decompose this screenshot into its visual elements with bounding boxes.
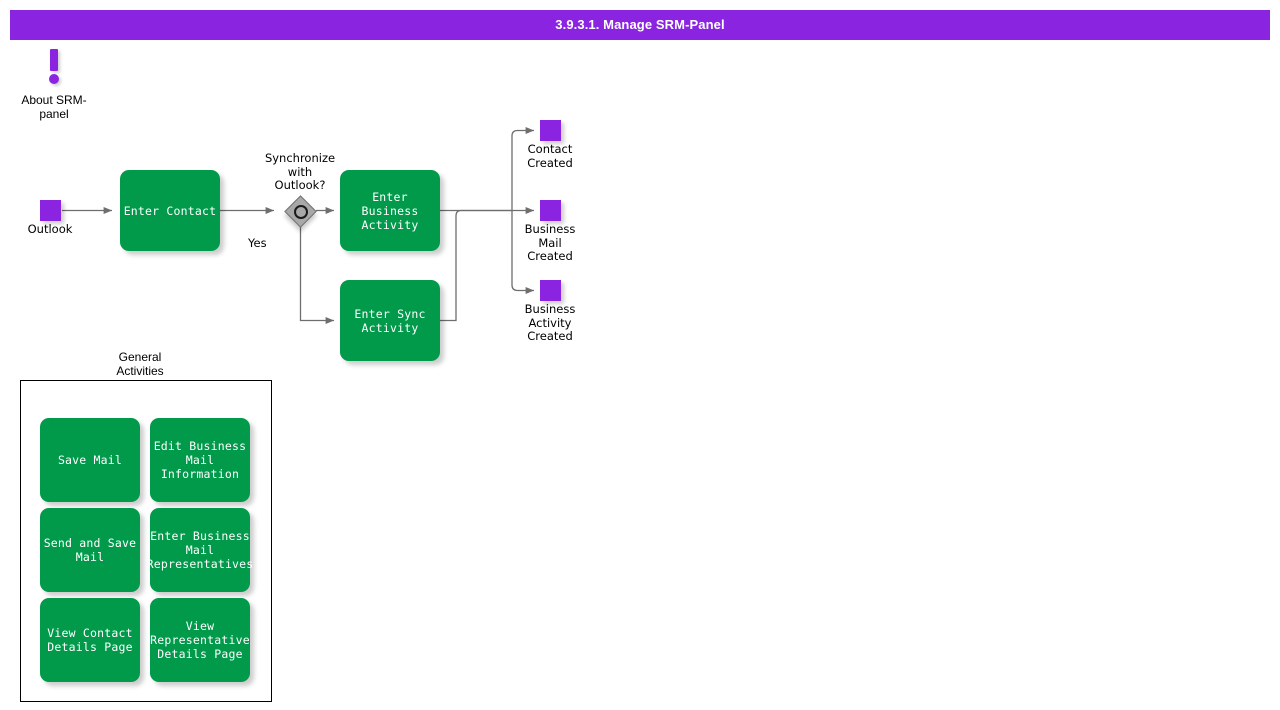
gateway-question-label: Synchronize with Outlook? bbox=[264, 151, 336, 192]
general-activities-title: General Activities bbox=[116, 350, 164, 378]
exclamation-bar bbox=[50, 49, 58, 71]
task-save-mail[interactable]: Save Mail bbox=[40, 418, 140, 502]
end-event-business-activity-created[interactable] bbox=[540, 280, 561, 301]
start-event-outlook[interactable] bbox=[40, 200, 61, 221]
gateway-event-ring-icon bbox=[294, 205, 308, 219]
end-event-business-mail-created-label: Business Mail Created bbox=[524, 222, 576, 263]
task-enter-sync-activity-label: Enter Sync Activity bbox=[354, 306, 426, 335]
task-enter-business-activity-label: Enter Business Activity bbox=[361, 189, 419, 232]
task-enter-business-activity[interactable]: Enter Business Activity bbox=[340, 170, 440, 251]
task-view-representative-details-page-label: View Representative Details Page bbox=[150, 619, 250, 661]
page-title: 3.9.3.1. Manage SRM-Panel bbox=[555, 17, 725, 32]
task-edit-business-mail-information[interactable]: Edit Business Mail Information bbox=[150, 418, 250, 502]
task-enter-contact-label: Enter Contact bbox=[123, 203, 217, 218]
end-event-contact-created-label: Contact Created bbox=[527, 142, 573, 170]
annotation-label: About SRM- panel bbox=[21, 93, 87, 121]
task-view-contact-details-page[interactable]: View Contact Details Page bbox=[40, 598, 140, 682]
task-view-contact-details-page-label: View Contact Details Page bbox=[47, 626, 133, 654]
start-event-outlook-label: Outlook bbox=[27, 222, 73, 236]
task-edit-business-mail-information-label: Edit Business Mail Information bbox=[153, 439, 247, 481]
task-enter-sync-activity[interactable]: Enter Sync Activity bbox=[340, 280, 440, 361]
gateway-branch-label-yes: Yes bbox=[248, 236, 267, 250]
general-activities-group bbox=[20, 380, 272, 702]
end-event-business-activity-created-label: Business Activity Created bbox=[524, 302, 576, 343]
end-event-contact-created[interactable] bbox=[540, 120, 561, 141]
exclamation-dot bbox=[49, 74, 59, 84]
exclamation-icon bbox=[44, 49, 64, 85]
task-send-and-save-mail-label: Send and Save Mail bbox=[43, 536, 137, 564]
task-view-representative-details-page[interactable]: View Representative Details Page bbox=[150, 598, 250, 682]
gateway-synchronize-with-outlook[interactable] bbox=[284, 195, 317, 228]
task-enter-contact[interactable]: Enter Contact bbox=[120, 170, 220, 251]
task-enter-business-mail-representatives-label: Enter Business Mail Representatives bbox=[146, 529, 254, 571]
end-event-business-mail-created[interactable] bbox=[540, 200, 561, 221]
title-bar: 3.9.3.1. Manage SRM-Panel bbox=[10, 10, 1270, 40]
task-save-mail-label: Save Mail bbox=[57, 453, 123, 467]
flow-sync-activity-out bbox=[440, 209, 512, 322]
task-send-and-save-mail[interactable]: Send and Save Mail bbox=[40, 508, 140, 592]
task-enter-business-mail-representatives[interactable]: Enter Business Mail Representatives bbox=[147, 508, 253, 592]
